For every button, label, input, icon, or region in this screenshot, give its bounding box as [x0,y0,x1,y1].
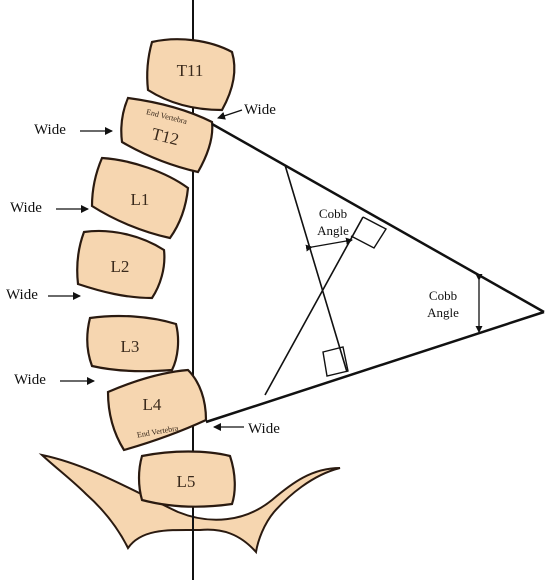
pelvis-outline [38,453,341,555]
vertebra-label-l2: L2 [111,257,130,276]
vertebra-label-t11: T11 [177,61,204,80]
wide-label-lower-right: Wide [248,421,280,437]
right-angle-marker-lower [322,346,349,377]
vertebra-l4: L4 End Vertebra [106,368,208,452]
lower-endplate-line [205,310,545,424]
vertebra-l5: L5 [137,450,236,508]
vertebra-label-l4: L4 [143,395,162,414]
right-angle-marker-upper [350,216,387,249]
vertebra-t12: End Vertebra T12 [120,96,214,174]
vertebra-label-l3: L3 [121,337,140,356]
wide-label-t12: Wide [34,122,66,138]
wide-label-upper-right: Wide [244,102,276,118]
wide-label-l3: Wide [14,372,46,388]
cobb-angle-label-inner-line2: Angle [317,223,349,238]
vertebra-t11: T11 [146,38,236,112]
wide-arrow-upper-right [217,109,243,120]
cobb-angle-label-outer-line1: Cobb [429,288,457,303]
vertebra-l2: L2 [76,229,166,300]
vertebra-label-l5: L5 [177,472,196,491]
wide-label-l2: Wide [6,287,38,303]
cobb-angle-arrow-inner [305,237,353,252]
wide-label-l1: Wide [10,200,42,216]
vertebra-l1: L1 [90,156,190,240]
perpendicular-line-upper [284,164,348,373]
vertebra-label-l1: L1 [131,190,150,209]
perpendicular-line-lower [264,216,364,396]
upper-endplate-line [211,122,545,314]
vertebra-l3: L3 [86,314,180,373]
cobb-angle-label-outer-line2: Angle [427,305,459,320]
cobb-angle-label-inner-line1: Cobb [319,206,347,221]
